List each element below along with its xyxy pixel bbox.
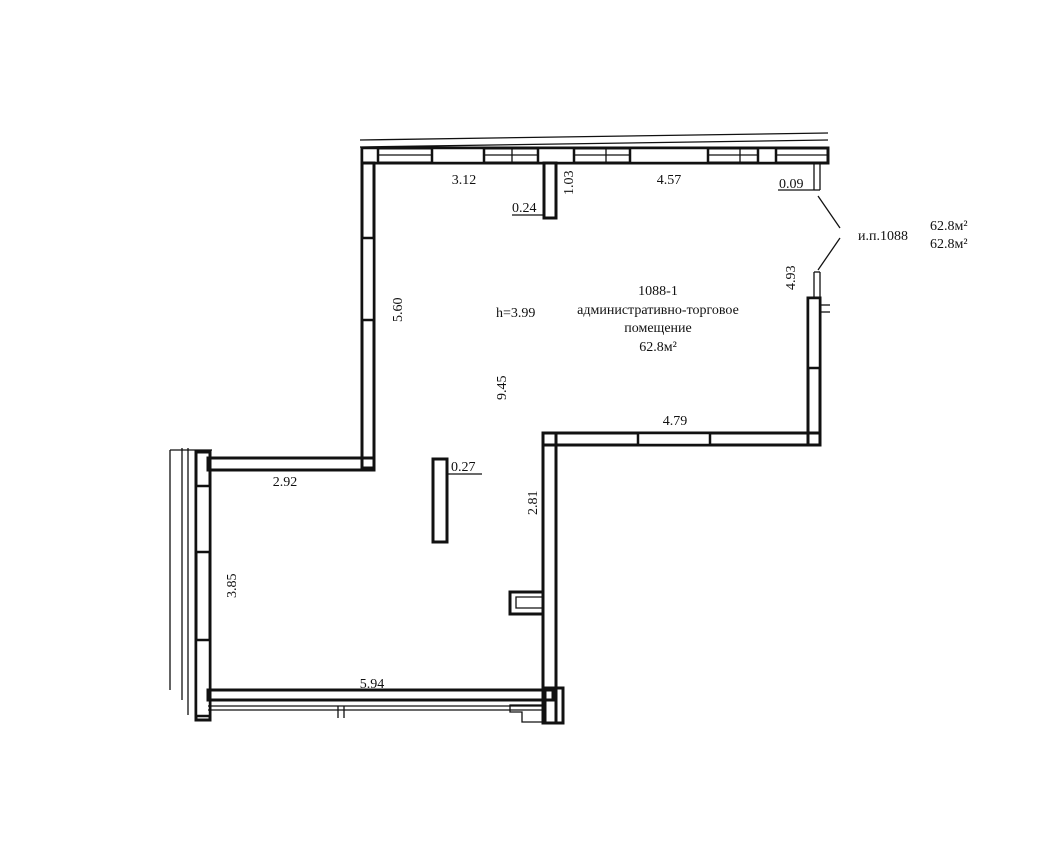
right-wall <box>806 271 830 447</box>
inner-wall <box>509 431 822 725</box>
top-right-corner <box>778 163 821 191</box>
dim-bottom: 5.94 <box>360 677 385 692</box>
dim-height-center: 9.45 <box>495 376 510 401</box>
dim-stub-width: 0.24 <box>512 201 537 216</box>
dim-right-wall: 4.93 <box>784 266 799 291</box>
dim-top-stub: 1.03 <box>562 171 577 196</box>
room-purpose-line1: административно-торговое <box>577 303 739 318</box>
room-number: 1088-1 <box>638 284 678 299</box>
pier-stub <box>542 161 558 220</box>
dim-mid-right: 4.79 <box>663 414 688 429</box>
bottom-wall <box>206 688 555 718</box>
dim-inner-wall: 2.81 <box>526 491 541 516</box>
wall-niche-inner <box>515 596 543 609</box>
top-exterior-wall <box>359 132 830 165</box>
left-upper-wall <box>360 161 376 470</box>
callout-label: и.п.1088 <box>858 229 908 244</box>
room-ceiling-height: h=3.99 <box>496 306 535 321</box>
wall-niche <box>508 590 543 616</box>
callout-area-1: 62.8м² <box>930 219 968 234</box>
dim-left-upper: 5.60 <box>391 298 406 323</box>
room-area: 62.8м² <box>639 340 677 355</box>
callout-area-2: 62.8м² <box>930 237 968 252</box>
room-purpose-line2: помещение <box>624 321 692 336</box>
dim-column-width: 0.27 <box>451 460 476 475</box>
dim-step-left: 2.92 <box>273 475 298 490</box>
left-lower-wall <box>169 448 212 722</box>
step-wall <box>206 456 376 472</box>
callout-leader <box>817 195 841 271</box>
dim-corner-offset: 0.09 <box>779 177 804 192</box>
column <box>431 457 449 544</box>
dim-top-left: 3.12 <box>452 173 477 188</box>
dim-left-lower: 3.85 <box>225 574 240 599</box>
dim-top-right: 4.57 <box>657 173 682 188</box>
